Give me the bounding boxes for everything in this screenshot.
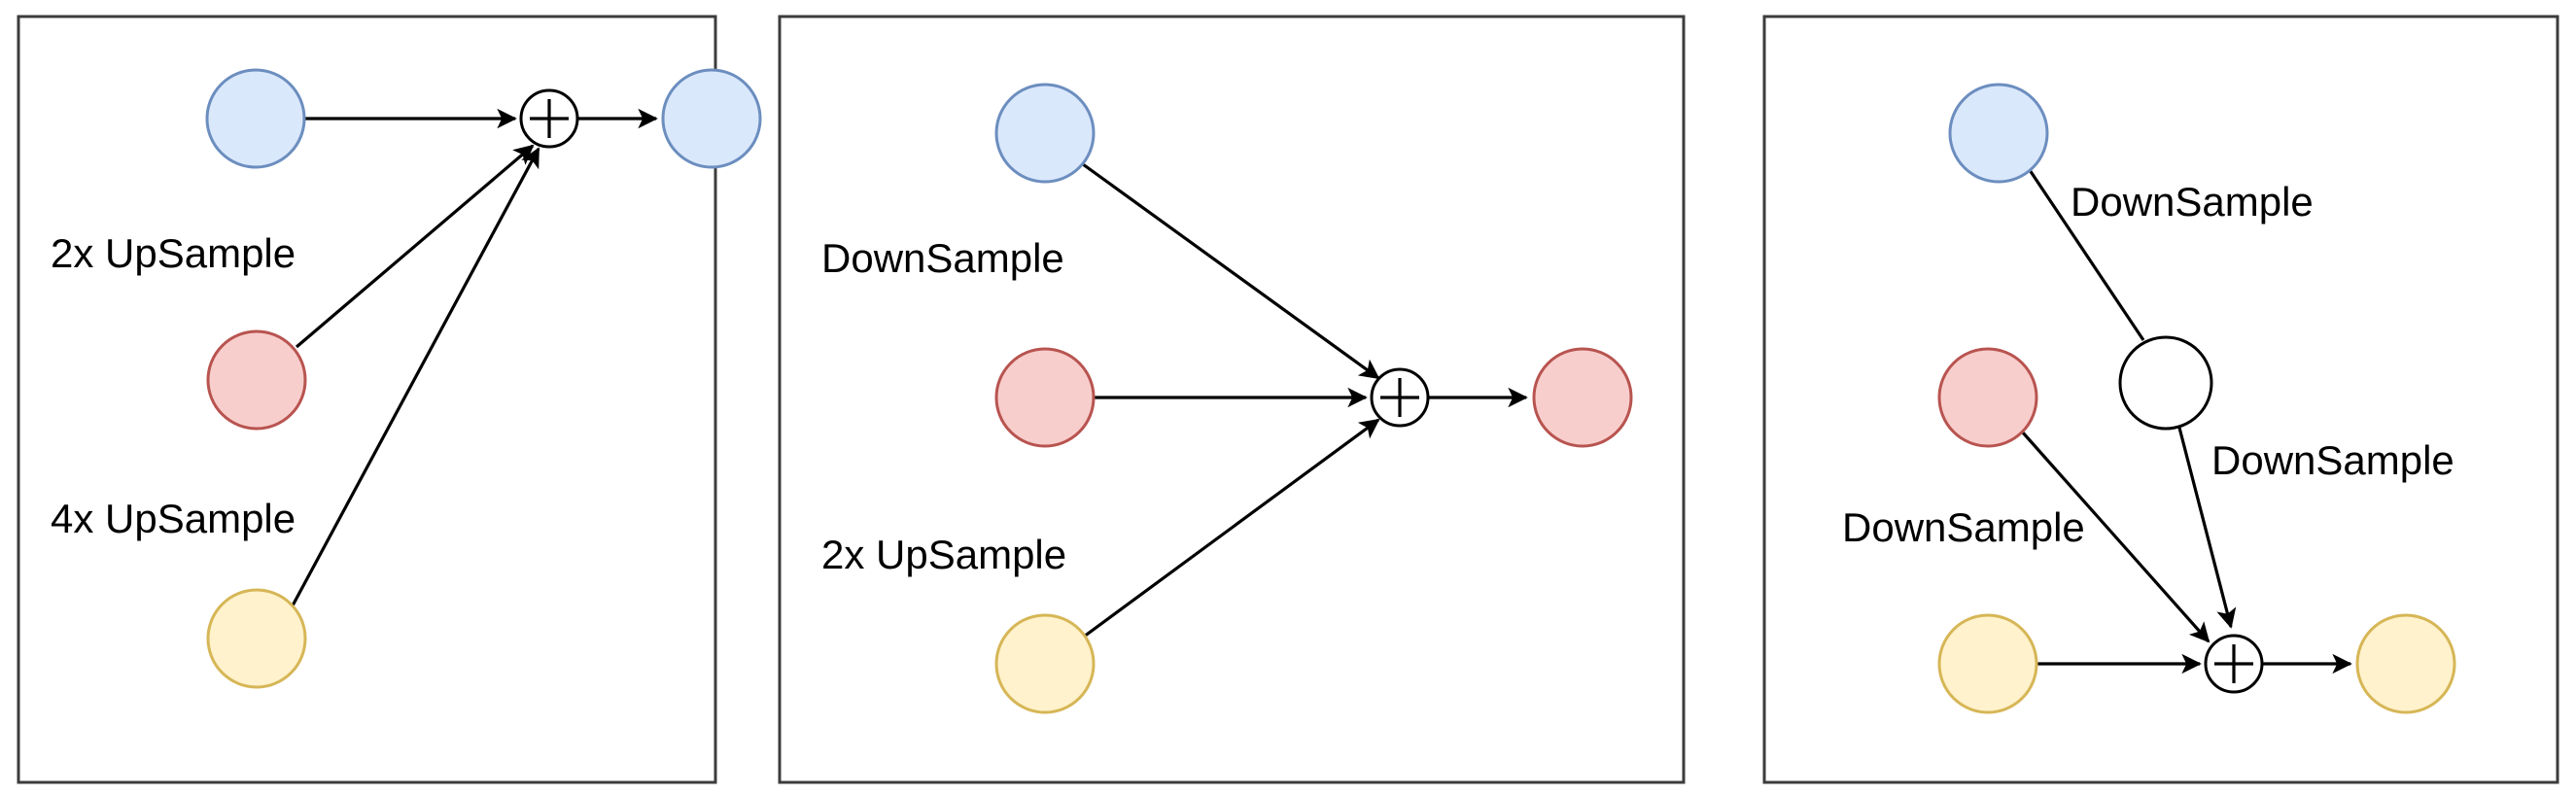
- edge-red-to-sum: [2020, 430, 2210, 643]
- edge-blue-to-sum: [1082, 162, 1380, 380]
- panel-2: DownSample 2x UpSample: [778, 15, 1686, 784]
- edge-blue-to-intermediate: [2028, 169, 2145, 341]
- edge-label-downsample-top: DownSample: [2071, 179, 2314, 225]
- sum-operator-node[interactable]: [1370, 367, 1430, 428]
- panel-1-frame: [17, 15, 717, 784]
- blue-output-node[interactable]: [661, 68, 762, 169]
- edge-intermediate-to-sum: [2177, 427, 2237, 629]
- blue-feature-node[interactable]: [1948, 83, 2049, 184]
- intermediate-empty-node[interactable]: [2118, 335, 2213, 431]
- edge-label-downsample-right: DownSample: [2211, 437, 2454, 483]
- red-feature-node[interactable]: [1937, 347, 2038, 448]
- edge-red-to-sum: [295, 144, 535, 349]
- blue-feature-node[interactable]: [205, 68, 306, 169]
- yellow-feature-node[interactable]: [994, 613, 1096, 714]
- yellow-feature-node[interactable]: [206, 588, 307, 689]
- edge-yellow-to-sum: [1083, 418, 1380, 639]
- edge-label-downsample-bottom: DownSample: [1842, 504, 2085, 550]
- sum-operator-node[interactable]: [2204, 634, 2264, 694]
- yellow-feature-node[interactable]: [1937, 613, 2038, 714]
- red-output-node[interactable]: [1532, 347, 1633, 448]
- sum-operator-node[interactable]: [519, 88, 579, 149]
- edge-label-2x-upsample: 2x UpSample: [51, 230, 296, 276]
- yellow-output-node[interactable]: [2355, 613, 2456, 714]
- edge-label-4x-upsample: 4x UpSample: [51, 496, 296, 541]
- panel-1: 2x UpSample 4x UpSample: [17, 15, 762, 784]
- edge-label-2x-upsample: 2x UpSample: [821, 532, 1066, 577]
- red-feature-node[interactable]: [994, 347, 1096, 448]
- panel-3: DownSample DownSample DownSample: [1762, 15, 2559, 784]
- blue-feature-node[interactable]: [994, 83, 1096, 184]
- red-feature-node[interactable]: [206, 329, 307, 431]
- edge-label-downsample: DownSample: [821, 235, 1064, 281]
- edge-yellow-to-sum: [290, 147, 540, 608]
